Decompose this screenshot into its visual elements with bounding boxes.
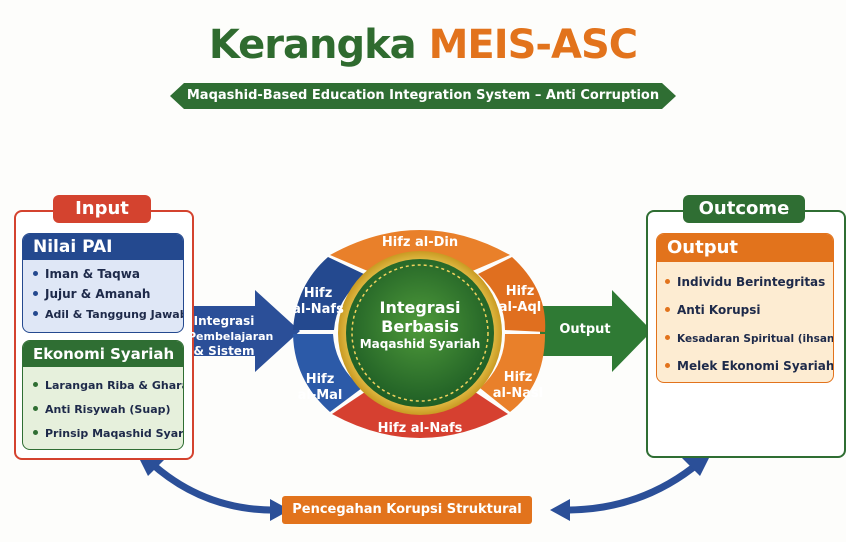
segment-upper-left-shape — [293, 257, 366, 330]
list-item: Prinsip Maqashid Syariah — [33, 421, 183, 445]
ekonomi-syariah-box: Ekonomi Syariah Larangan Riba & Gharar A… — [22, 340, 184, 450]
input-tab: Input — [53, 195, 151, 223]
segment-bottom-label: Hifz al-Nafs — [377, 421, 463, 436]
left-arrow-shape — [183, 290, 300, 372]
subtitle-ribbon: Maqashid-Based Education Integration Sys… — [170, 83, 676, 109]
bottom-arrowhead-right-top — [682, 452, 712, 476]
outcome-tab: Outcome — [683, 195, 805, 223]
segment-top-label: Hifz al-Din — [381, 235, 459, 250]
center-circle-shape — [346, 259, 494, 407]
center-label: Integrasi Berbasis Maqashid Syariah — [359, 298, 481, 351]
list-item: Iman & Taqwa — [33, 264, 183, 284]
segment-upper-right-shape — [478, 257, 546, 332]
list-item: Melek Ekonomi Syariah — [665, 352, 833, 380]
left-arrow-label: Integrasi Pembelajaran & Sistem — [188, 314, 274, 358]
ekonomi-syariah-heading: Ekonomi Syariah — [23, 341, 183, 367]
bottom-curve-right — [559, 459, 703, 514]
bottom-banner: Pencegahan Korupsi Struktural — [282, 496, 532, 524]
segment-lower-right-shape — [480, 334, 545, 412]
list-item: Kesadaran Spiritual (ihsan) — [665, 324, 833, 352]
bottom-arrowhead-right-in — [550, 499, 570, 521]
bottom-curve-left — [147, 459, 281, 514]
nilai-pai-heading: Nilai PAI — [23, 234, 183, 260]
output-box: Output Individu Berintegritas Anti Korup… — [656, 233, 834, 383]
nilai-pai-box: Nilai PAI Iman & Taqwa Jujur & Amanah Ad… — [22, 233, 184, 333]
list-item: Individu Berintegritas — [665, 268, 833, 296]
output-list: Individu Berintegritas Anti Korupsi Kesa… — [657, 262, 833, 380]
output-heading: Output — [657, 234, 833, 262]
right-arrow-shape — [540, 290, 652, 372]
list-item: Larangan Riba & Gharar — [33, 373, 183, 397]
list-item: Adil & Tanggung Jawab — [33, 304, 183, 324]
list-item: Anti Risywah (Suap) — [33, 397, 183, 421]
list-item: Jujur & Amanah — [33, 284, 183, 304]
title-part2: MEIS-ASC — [428, 22, 639, 68]
ekonomi-syariah-list: Larangan Riba & Gharar Anti Risywah (Sua… — [23, 367, 183, 445]
title-part1: Kerangka — [208, 22, 417, 68]
right-arrow-label: Output — [559, 322, 611, 337]
nilai-pai-list: Iman & Taqwa Jujur & Amanah Adil & Tangg… — [23, 260, 183, 324]
segment-lower-left-shape — [293, 334, 362, 412]
list-item: Anti Korupsi — [665, 296, 833, 324]
bottom-arrowhead-left-in — [270, 499, 290, 521]
page-title: Kerangka MEIS-ASC — [0, 22, 846, 68]
